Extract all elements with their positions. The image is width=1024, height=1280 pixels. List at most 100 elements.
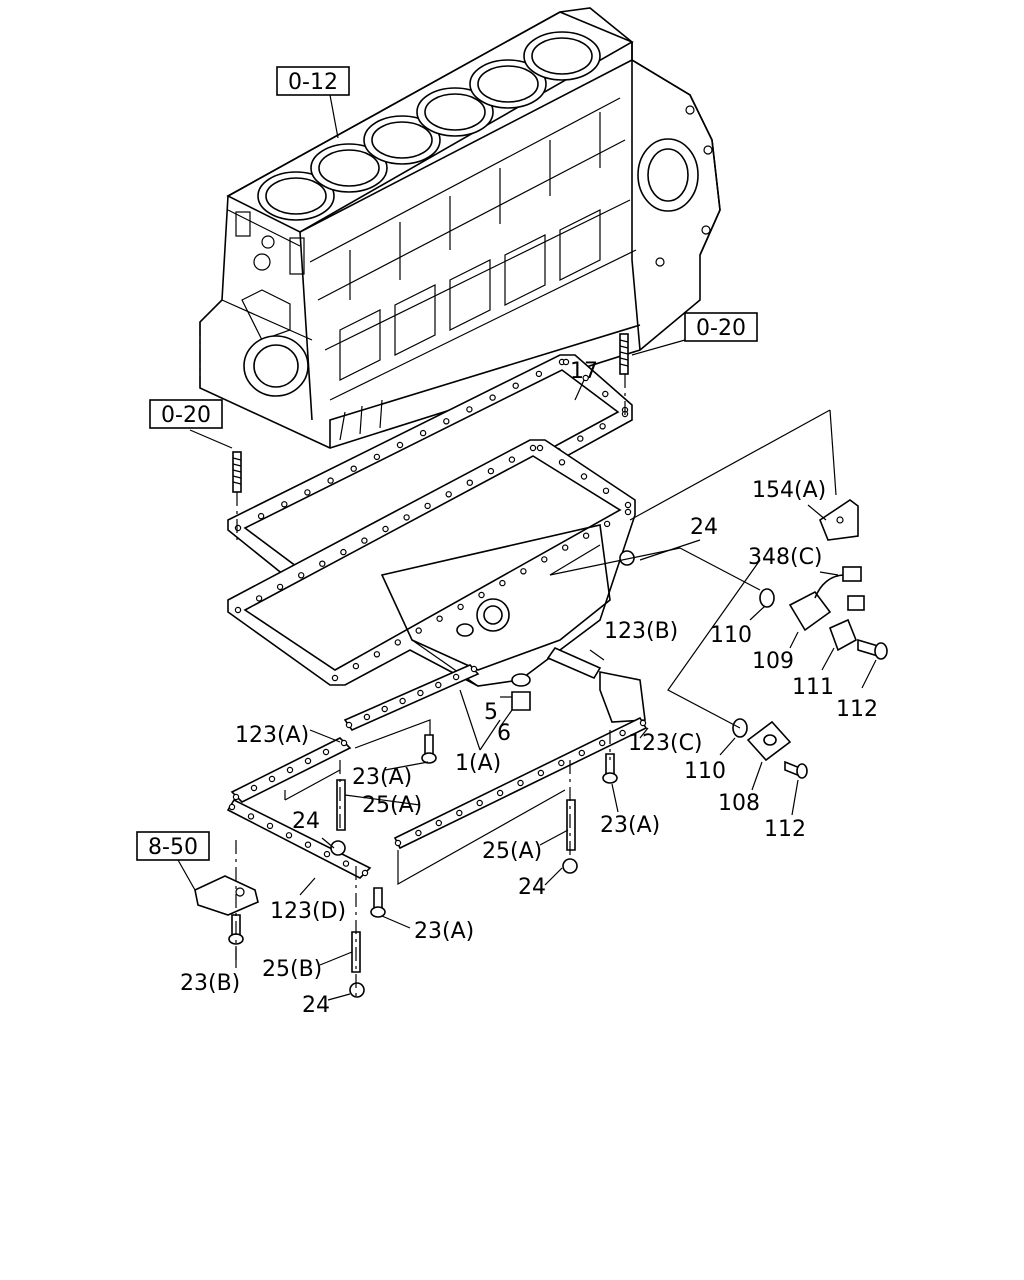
bolt-hole [342,860,350,867]
bolt-hole [599,739,606,747]
bolt-hole [250,784,258,792]
nut-24-left [330,840,346,856]
bolt-hole [382,525,389,533]
bolt-hole [304,757,312,765]
bolt-hole [562,544,569,551]
bolt-hole [541,556,548,563]
part-labels: 17 154(A) 24 348(C) 110 109 111 112 123(… [180,359,878,1018]
label-oring-110-top: 110 [710,623,752,648]
ref-box-stud-right: 0-20 [684,312,758,342]
ref-label-block: 0-12 [288,70,338,95]
bolt-hole [403,514,410,521]
bolt-hole [602,390,609,398]
bolt-hole [399,697,406,705]
bolt-hole [466,479,473,486]
label-pan-1a: 1(A) [455,751,501,776]
bolt-hole [466,406,473,413]
bolt-hole [304,841,312,848]
bolt-hole [323,850,331,858]
label-bracket-154a: 154(A) [752,478,826,503]
label-sensor-109: 109 [752,649,794,674]
label-gasket-123c: 123(C) [628,731,703,756]
bolt-hole [512,382,519,389]
bolt-hole [228,803,236,811]
bolt-hole [558,759,565,767]
lower-gaskets [226,647,648,879]
label-washer-6: 6 [497,721,511,746]
bolt-hole [487,467,495,475]
label-nut-24-left: 24 [292,809,320,834]
bolt-hole [489,394,496,401]
label-gasket-123a: 123(A) [235,723,309,748]
bolt-hole [602,487,610,494]
bolt-hole [478,591,485,599]
bolt-hole [286,766,294,774]
ref-label-stud-right: 0-20 [696,316,746,341]
washer-6 [511,673,531,687]
bracket-8-50 [194,875,259,916]
clamp-111 [828,618,858,652]
bolt-hole [499,579,506,587]
bolt-hole [352,662,360,670]
bolt-hole [394,639,401,646]
label-gasket-123d: 123(D) [270,899,346,924]
bolt-hole [436,615,443,622]
label-nut-24-right: 24 [518,875,546,900]
bolt-hole [361,869,369,877]
bolt-hole [419,429,427,437]
stud-25a-right [566,799,576,851]
bolt-hole [536,444,544,452]
bolt-hole [445,491,452,498]
bolt-hole [322,748,330,756]
cylinder-block [199,7,721,449]
bolt-hole [415,627,422,634]
small-parts [194,499,888,998]
bolt-hole [456,809,463,817]
bolt-hole [496,789,504,797]
label-nut-24-bottom: 24 [302,993,330,1018]
label-clamp-111: 111 [792,675,834,700]
ref-box-stud-left: 0-20 [149,399,223,429]
bolt-hole [361,537,368,544]
bolt-hole [508,456,516,463]
stud-25a-1 [336,779,346,831]
bolt-hole [340,548,347,556]
nut-24-bottom [349,982,365,998]
bolt-hole [350,465,357,472]
bolt-hole [327,477,334,484]
bolt-hole [319,560,326,567]
sensor-109 [788,590,832,632]
label-cover-108: 108 [718,791,760,816]
oil-pan [227,439,636,687]
bolt-hole [435,819,442,827]
oring-110-top [759,588,775,608]
bolt-hole [624,501,632,509]
bolt-hole [331,674,339,682]
label-bolt-23a-bottom: 23(A) [414,919,474,944]
bolt-hole [639,719,647,727]
cover-108 [746,720,792,762]
leader-lines [177,94,877,1001]
oring-110-bottom [732,718,748,738]
bolt-hole [266,822,274,830]
bolt-hole [578,749,586,757]
bolt-hole [281,501,288,508]
bolt-hole [577,435,584,442]
bolt-hole [340,739,348,747]
bolt-hole [373,453,381,461]
bolt-hole [268,775,276,783]
bolt-hole [247,813,255,820]
bolt-hole [257,512,265,520]
gasket-123c [599,671,646,723]
label-bolt-23a-1: 23(A) [352,765,412,790]
bolt-hole [417,689,424,697]
bolt-hole [452,673,460,681]
bolt-hole [234,524,242,532]
label-stud-25a-1: 25(A) [362,793,422,818]
bolt-hole [232,793,240,801]
label-bolt-112-top: 112 [836,697,878,722]
bolt-hole [517,779,524,787]
bolt-hole [396,441,404,449]
bolt-hole [624,508,632,516]
